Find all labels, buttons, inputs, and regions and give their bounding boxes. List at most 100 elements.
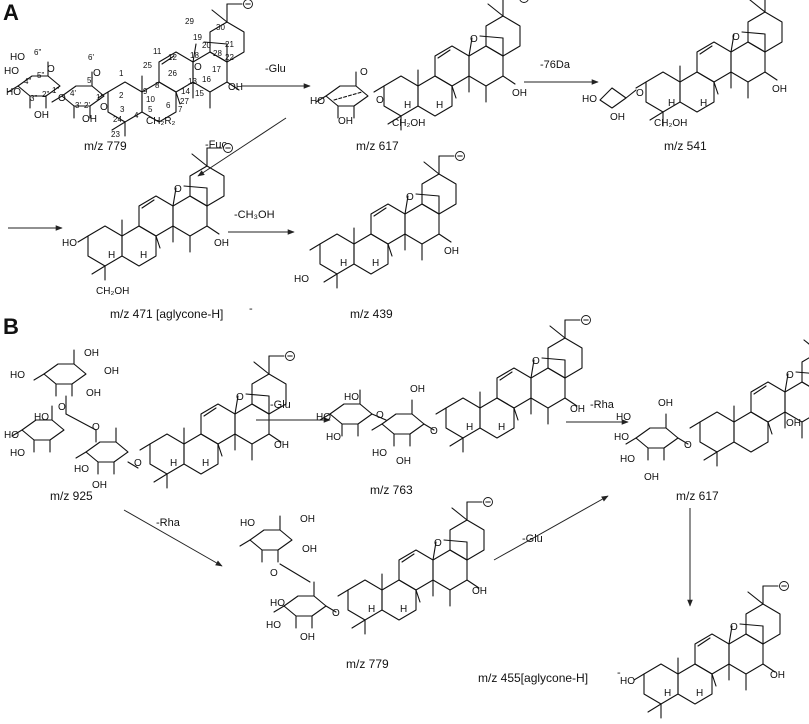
loss-label: -Glu [265, 63, 286, 75]
atom-label: H [202, 458, 209, 469]
carbon-number: 1 [119, 69, 124, 78]
atom-label: OH [770, 670, 785, 681]
structure-a-541 [635, 0, 792, 127]
atom-label: HO [270, 598, 285, 609]
sugar-carbon-number: 6' [88, 53, 94, 62]
atom-label: O [732, 32, 740, 43]
atom-label: O [100, 102, 108, 113]
atom-label: HO [10, 448, 25, 459]
atom-label: O [134, 458, 142, 469]
atom-label: HO [266, 620, 281, 631]
atom-label: H [700, 98, 707, 109]
atom-label: H [436, 100, 443, 111]
atom-label: HO [620, 454, 635, 465]
atom-label: H [696, 688, 703, 699]
atom-label: O [532, 356, 540, 367]
loss-label: -Rha [156, 517, 181, 529]
atom-label: OH [82, 114, 97, 125]
carbon-number: 11 [153, 47, 162, 56]
atom-labels-b-617: OH HO HO HO OH O O OH [614, 370, 801, 483]
atom-label: HO [4, 430, 19, 441]
atom-label: H [140, 250, 147, 261]
atom-labels-a-471: HO CH₂OH H H O OH [62, 184, 229, 297]
carbon-number: 28 [213, 49, 222, 58]
atom-label: HO [10, 52, 25, 63]
atom-label: CH₂R₂ [146, 116, 176, 127]
atom-label: O [332, 608, 340, 619]
sugar-carbon-number: 4" [24, 77, 31, 86]
loss-label: -Glu [270, 399, 291, 411]
atom-label: OH [300, 514, 315, 525]
atom-label: OH [104, 366, 119, 377]
carbon-number: 24 [113, 115, 122, 124]
atom-label: O [360, 67, 368, 78]
panel-a-label: A [3, 0, 19, 25]
atom-label: HO [316, 412, 331, 423]
atom-label: O [434, 538, 442, 549]
fragment-ring-a-541 [599, 87, 637, 109]
carbon-number: 16 [202, 75, 211, 84]
atom-label: HO [10, 370, 25, 381]
atom-label: OH [338, 116, 353, 127]
carbon-number: 20 [202, 41, 211, 50]
reaction-arrow [197, 117, 287, 177]
carbon-number: 2 [119, 91, 124, 100]
carbon-number: 25 [143, 61, 152, 70]
sugar-carbon-number: 2' [84, 101, 90, 110]
atom-label: HO [4, 66, 19, 77]
atom-label: CH₂OH [392, 118, 425, 129]
atom-label: OH [570, 404, 585, 415]
loss-label: -76Da [540, 59, 571, 71]
sugar-carbon-number: 1' [96, 93, 102, 102]
mz-label: m/z 617 [676, 489, 719, 503]
atom-label: H [368, 604, 375, 615]
atom-label: O [58, 402, 66, 413]
atom-label: HO [310, 96, 325, 107]
atom-label: O [58, 93, 66, 104]
atom-labels-b-763: HO HO HO O OH HO OH O H H O OH [316, 356, 585, 467]
carbon-number: 17 [212, 65, 221, 74]
atom-label: HO [34, 412, 49, 423]
loss-label: -Glu [522, 533, 543, 545]
atom-label: O [730, 622, 738, 633]
structure-b-617 [689, 328, 809, 467]
mz-label: m/z 541 [664, 139, 707, 153]
atom-label: O [376, 95, 384, 106]
mz-label: m/z 925 [50, 489, 93, 503]
sugar-carbon-number: 3" [30, 94, 37, 103]
carbon-number: 30 [216, 23, 225, 32]
atom-numbering-a-779: 29 30 19 20 21 22 28 18 13 17 16 14 15 2… [24, 17, 234, 139]
atom-label: H [400, 604, 407, 615]
structure-b-455-aglycone [633, 580, 790, 719]
carbon-number: 12 [168, 53, 177, 62]
atom-label: O [786, 370, 794, 381]
carbon-number: 7 [178, 105, 183, 114]
loss-label: -Rha [590, 399, 615, 411]
atom-label: HO [326, 432, 341, 443]
sugar-carbon-number: 1" [52, 86, 59, 95]
atom-label: HO [294, 274, 309, 285]
atom-labels-a-541: HO OH O CH₂OH H H O OH [582, 32, 787, 129]
atom-label: OH [472, 586, 487, 597]
structure-b-763 [435, 314, 592, 453]
atom-labels-a-779: HO HO HO OH O O O O OH O OH CH₂R₂ [4, 52, 243, 127]
sugar-glu-b-763 [371, 399, 425, 447]
atom-label: H [404, 100, 411, 111]
atom-label: OH [786, 418, 801, 429]
atom-label: O [470, 34, 478, 45]
sugar-carbon-number: 3' [75, 101, 81, 110]
atom-label: OH [228, 82, 243, 93]
charge-superscript: - [617, 667, 621, 679]
atom-labels-b-925: OH OH HO OH O HO HO HO O HO OH O H H O O… [4, 348, 289, 491]
mz-label: m/z 455[aglycone-H] [478, 671, 588, 685]
atom-label: OH [302, 544, 317, 555]
sugar-fuc-a-617 [315, 71, 369, 119]
atom-label: OH [86, 388, 101, 399]
carbon-number: 5 [148, 105, 153, 114]
atom-label: O [236, 392, 244, 403]
carbon-number: 15 [195, 89, 204, 98]
atom-label: CH₂OH [654, 118, 687, 129]
atom-labels-b-779: HO OH OH O HO HO OH O H H O OH [240, 514, 487, 643]
atom-label: OH [274, 440, 289, 451]
